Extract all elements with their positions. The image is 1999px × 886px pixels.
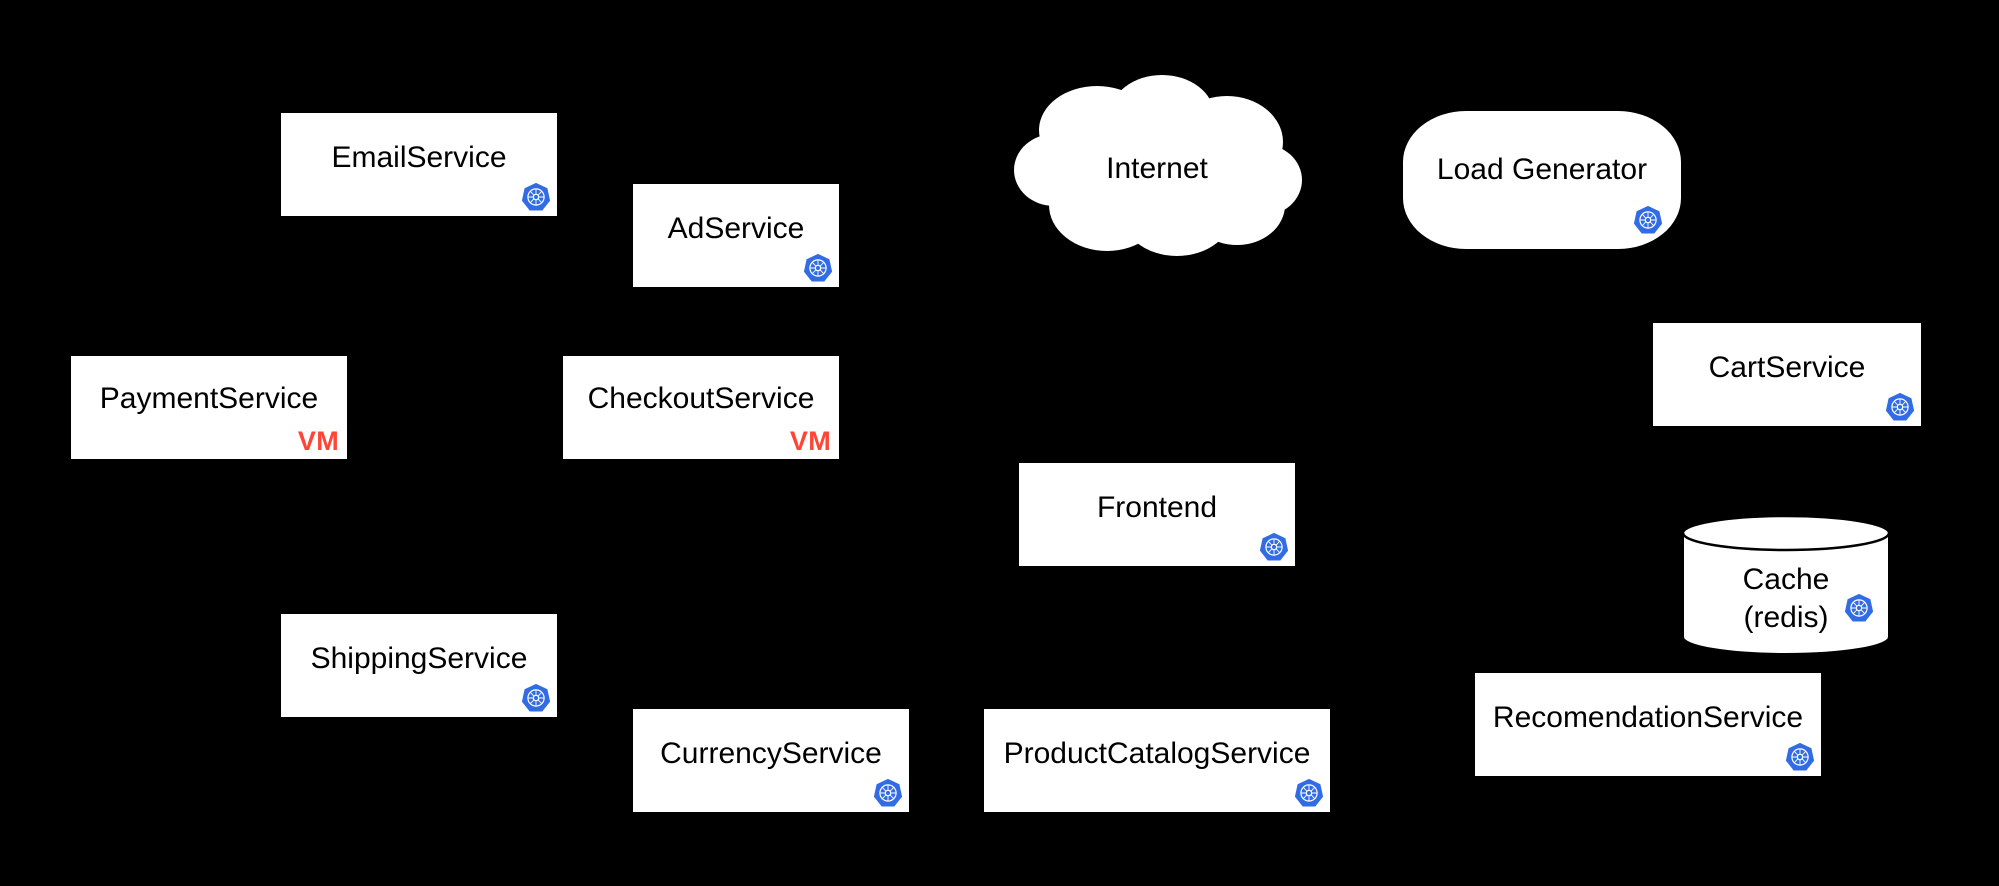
kubernetes-icon bbox=[803, 253, 833, 283]
node-label-ad-service: AdService bbox=[667, 212, 805, 245]
kubernetes-icon bbox=[521, 182, 551, 212]
node-ad-service[interactable]: AdService bbox=[632, 183, 840, 288]
node-frontend[interactable]: Frontend bbox=[1018, 462, 1296, 567]
node-product-catalog-service[interactable]: ProductCatalogService bbox=[983, 708, 1331, 813]
kubernetes-icon bbox=[1633, 205, 1663, 235]
node-label-recomendation-service: RecomendationService bbox=[1492, 701, 1804, 734]
kubernetes-icon bbox=[873, 778, 903, 808]
node-label-payment-service: PaymentService bbox=[99, 382, 319, 415]
kubernetes-icon bbox=[521, 683, 551, 713]
kubernetes-icon bbox=[1259, 532, 1289, 562]
node-cart-service[interactable]: CartService bbox=[1652, 322, 1922, 427]
node-internet[interactable]: Internet bbox=[1012, 70, 1302, 260]
node-email-service[interactable]: EmailService bbox=[280, 112, 558, 217]
node-label-shipping-service: ShippingService bbox=[310, 642, 528, 675]
node-label-cache-redis: Cache (redis) bbox=[1742, 563, 1830, 635]
cylinder-shape bbox=[1682, 515, 1890, 655]
node-label-currency-service: CurrencyService bbox=[660, 737, 882, 770]
node-recomendation-service[interactable]: RecomendationService bbox=[1474, 672, 1822, 777]
cloud-shape bbox=[1012, 70, 1302, 260]
node-load-generator[interactable]: Load Generator bbox=[1402, 110, 1682, 250]
node-label-frontend: Frontend bbox=[1096, 491, 1218, 524]
node-label-load-generator: Load Generator bbox=[1436, 153, 1648, 186]
kubernetes-icon bbox=[1294, 778, 1324, 808]
node-label-email-service: EmailService bbox=[331, 141, 507, 174]
kubernetes-icon bbox=[1885, 392, 1915, 422]
node-label-product-catalog-service: ProductCatalogService bbox=[1003, 737, 1311, 770]
node-cache-redis[interactable]: Cache (redis) bbox=[1682, 515, 1890, 655]
node-label-cart-service: CartService bbox=[1708, 351, 1866, 384]
vm-badge: VM bbox=[297, 426, 339, 456]
node-label-internet: Internet bbox=[1106, 152, 1208, 185]
vm-badge: VM bbox=[789, 426, 831, 456]
node-shipping-service[interactable]: ShippingService bbox=[280, 613, 558, 718]
node-label-checkout-service: CheckoutService bbox=[587, 382, 815, 415]
kubernetes-icon bbox=[1785, 742, 1815, 772]
node-currency-service[interactable]: CurrencyService bbox=[632, 708, 910, 813]
kubernetes-icon bbox=[1844, 593, 1874, 623]
